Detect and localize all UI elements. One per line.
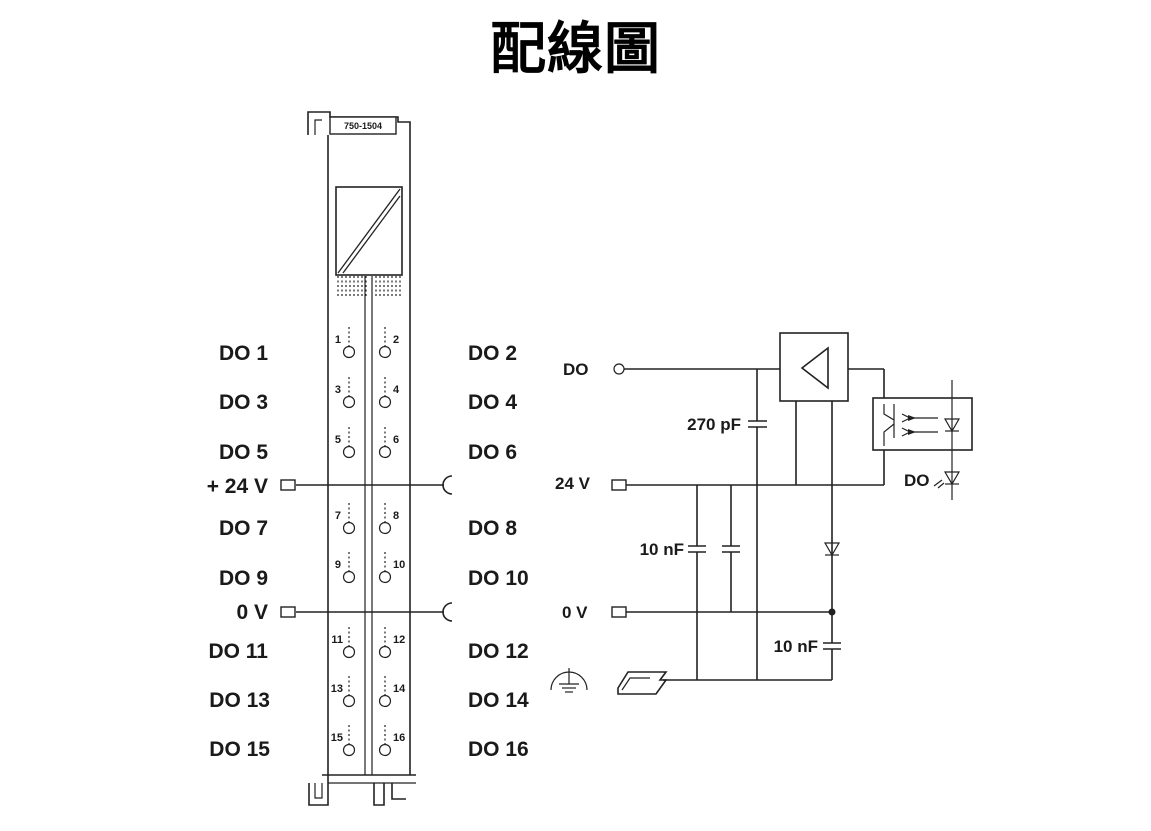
schematic-do-label: DO	[563, 360, 589, 379]
label-do1: DO 1	[219, 342, 268, 365]
channel-number: 2	[393, 334, 399, 346]
label-do12: DO 12	[468, 640, 529, 663]
label-do13: DO 13	[209, 689, 270, 712]
internal-bus	[337, 276, 401, 298]
label-do9: DO 9	[219, 567, 268, 590]
channel-number: 7	[335, 510, 341, 522]
label-do15: DO 15	[209, 738, 270, 761]
din-rail-icon	[617, 671, 668, 695]
earth-ground-icon	[550, 668, 588, 693]
page-title: 配線圖	[490, 17, 661, 82]
schematic-24v-label: 24 V	[555, 474, 591, 493]
channel-number: 8	[393, 510, 399, 522]
module-bottom-latch-right	[373, 783, 406, 806]
optocoupler	[872, 397, 973, 451]
terminal-4	[378, 395, 392, 409]
terminal-11	[342, 645, 356, 659]
status-led	[943, 471, 961, 486]
terminal-13	[342, 694, 356, 708]
label-do2: DO 2	[468, 342, 517, 365]
right-labels: DO 2 DO 4 DO 6 DO 8 DO 10 DO 12 DO 14 DO…	[468, 342, 529, 761]
channel-number: 16	[393, 732, 405, 744]
io-module: 750-1504	[280, 111, 453, 806]
channel-number: 5	[335, 434, 341, 446]
part-number: 750-1504	[344, 121, 382, 131]
terminal-2	[378, 345, 392, 359]
label-do11: DO 11	[208, 640, 268, 663]
label-do4: DO 4	[468, 391, 517, 414]
do-terminal	[613, 363, 625, 375]
channel-terminals	[342, 327, 392, 757]
terminal-6	[378, 445, 392, 459]
label-do7: DO 7	[219, 517, 268, 540]
terminal-7	[342, 521, 356, 535]
cap-10nf-left-label: 10 nF	[640, 540, 684, 559]
label-do10: DO 10	[468, 567, 529, 590]
cap-10nf-right-label: 10 nF	[774, 637, 818, 656]
terminal-10	[378, 570, 392, 584]
channel-number: 11	[331, 634, 343, 646]
channel-number: 13	[331, 683, 343, 695]
led-label: DO	[904, 471, 930, 490]
label-plus24v: + 24 V	[207, 475, 268, 498]
protection-diode	[823, 542, 841, 557]
terminal-15	[342, 743, 356, 757]
schematic: DO DO 270 pF 24 V	[550, 332, 973, 695]
label-do5: DO 5	[219, 441, 268, 464]
terminal-16	[378, 743, 392, 757]
terminal-12	[378, 645, 392, 659]
channel-number: 14	[393, 683, 406, 695]
module-housing	[327, 135, 411, 775]
cap-270pf-label: 270 pF	[687, 415, 741, 434]
terminal-14	[378, 694, 392, 708]
channel-number: 4	[393, 384, 400, 396]
channel-number: 9	[335, 559, 341, 571]
schematic-0v-label: 0 V	[562, 603, 588, 622]
terminal-3	[342, 395, 356, 409]
terminal-5	[342, 445, 356, 459]
channel-numbers: 1 2 3 4 5 6 7 8 9 10 11 12 13 14 15 16	[331, 334, 406, 744]
terminal-9	[342, 570, 356, 584]
driver-block	[779, 332, 849, 402]
module-bottom-latch-left	[308, 775, 329, 806]
part-number-box	[329, 116, 397, 135]
terminal-1	[342, 345, 356, 359]
channel-number: 3	[335, 384, 341, 396]
channel-number: 15	[331, 732, 343, 744]
label-0v: 0 V	[236, 601, 268, 624]
label-do8: DO 8	[468, 517, 517, 540]
channel-number: 12	[393, 634, 405, 646]
channel-number: 10	[393, 559, 405, 571]
channel-number: 1	[335, 334, 341, 346]
label-do3: DO 3	[219, 391, 268, 414]
label-do16: DO 16	[468, 738, 529, 761]
label-do14: DO 14	[468, 689, 529, 712]
buffer-triangle	[800, 346, 829, 390]
terminal-8	[378, 521, 392, 535]
channel-number: 6	[393, 434, 399, 446]
label-do6: DO 6	[468, 441, 517, 464]
left-labels: DO 1 DO 3 DO 5 + 24 V DO 7 DO 9 0 V DO 1…	[207, 342, 271, 761]
